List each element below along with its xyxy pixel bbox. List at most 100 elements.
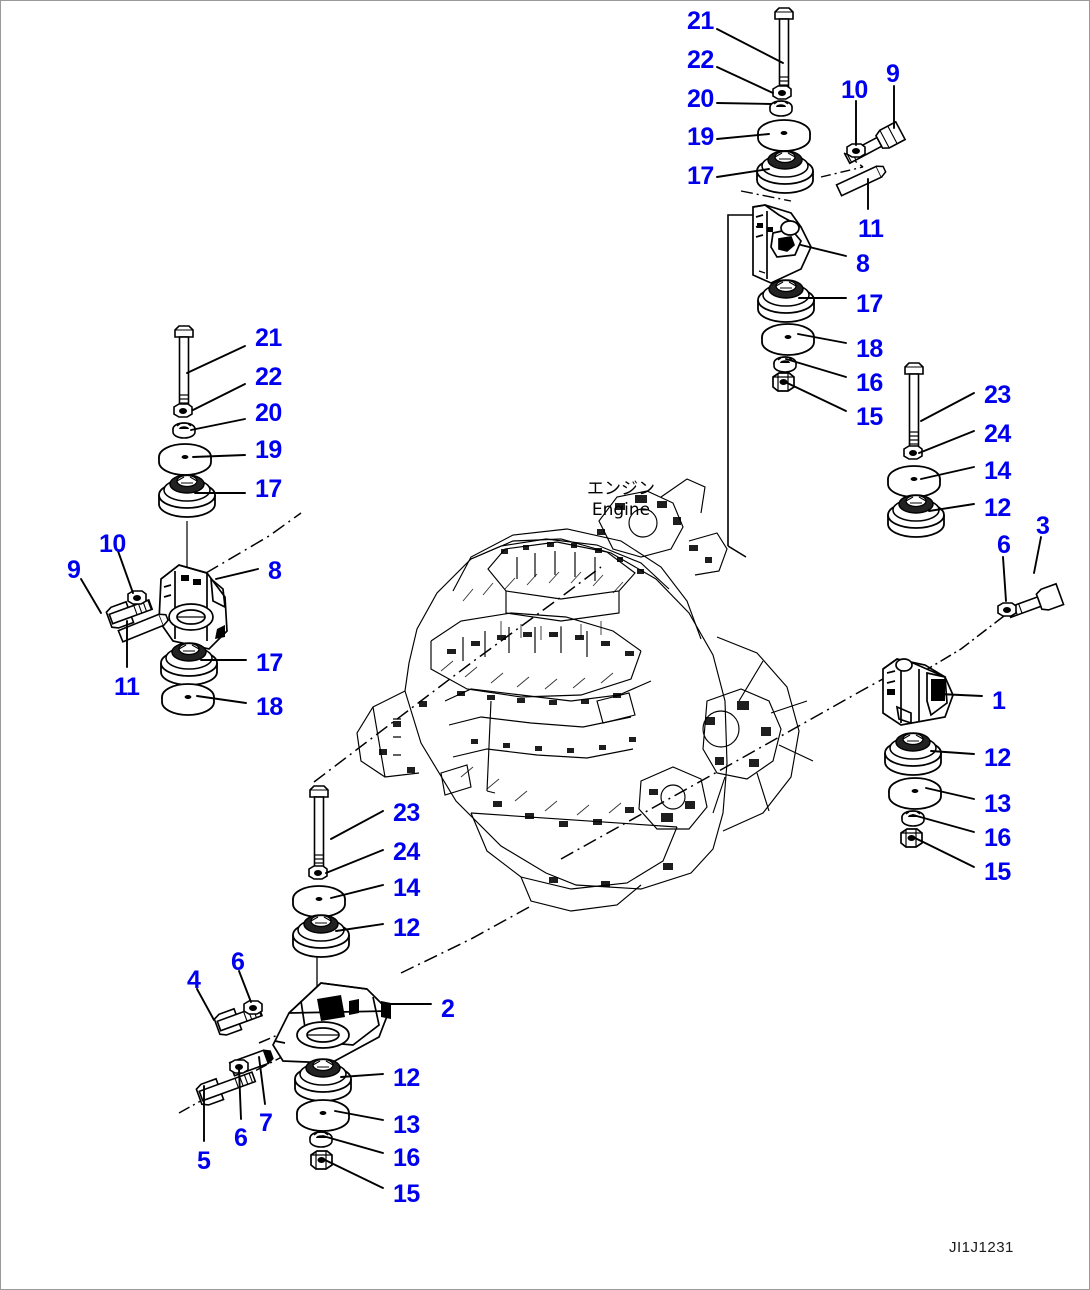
part-14-washer — [887, 465, 941, 498]
leader-line — [330, 884, 384, 899]
callout-15: 15 — [856, 403, 883, 431]
leader-line — [238, 970, 252, 1003]
leader-line — [716, 168, 770, 178]
leader-line — [716, 102, 772, 105]
leader-line — [1033, 536, 1042, 574]
part-13-washer-rm — [888, 777, 942, 810]
part-23-bolt — [904, 362, 924, 449]
callout-15: 15 — [393, 1180, 420, 1208]
leader-line — [117, 550, 134, 594]
part-17-mount-l — [158, 474, 216, 518]
leader-line — [190, 418, 246, 431]
callout-16: 16 — [856, 369, 883, 397]
leader-line — [258, 1056, 266, 1105]
part-8-bracket-top — [752, 204, 812, 284]
callout-2: 2 — [441, 995, 455, 1023]
callout-22: 22 — [687, 46, 714, 74]
part-17-mount — [756, 150, 814, 194]
callout-5: 5 — [197, 1147, 211, 1175]
leader-line — [782, 380, 847, 412]
part-16-lockwasher-tr — [773, 356, 797, 373]
leader-line — [80, 578, 102, 614]
left-fasteners — [105, 590, 169, 643]
part-2-bracket — [272, 982, 391, 1064]
leader-line — [716, 66, 774, 94]
engine-label-japanese: エンジン — [587, 479, 655, 499]
callout-19: 19 — [687, 123, 714, 151]
callout-17: 17 — [255, 475, 282, 503]
leader-lines — [80, 28, 1042, 1189]
drawing-number: JI1J1231 — [949, 1239, 1014, 1256]
callout-14: 14 — [393, 874, 420, 902]
callout-17: 17 — [256, 649, 283, 677]
callout-4: 4 — [187, 966, 201, 994]
part-16-lockwasher-rm — [901, 810, 925, 827]
part-12-mount-rm — [884, 732, 942, 776]
part-16-lockwasher-bm — [309, 1131, 333, 1148]
callout-21: 21 — [687, 7, 714, 35]
top-right-fasteners — [835, 120, 907, 197]
part-20-lockwasher — [769, 100, 793, 117]
callout-24: 24 — [984, 420, 1011, 448]
callout-20: 20 — [687, 85, 714, 113]
callout-16: 16 — [393, 1144, 420, 1172]
callout-9: 9 — [67, 556, 81, 584]
leader-line — [797, 333, 847, 344]
leader-line — [716, 133, 770, 140]
part-19-washer — [757, 119, 811, 152]
leader-line — [912, 814, 975, 833]
callout-21: 21 — [255, 324, 282, 352]
callout-24: 24 — [393, 838, 420, 866]
part-15-nut-rm — [900, 828, 923, 848]
callout-14: 14 — [984, 457, 1011, 485]
callout-22: 22 — [255, 363, 282, 391]
callout-11: 11 — [114, 673, 140, 701]
part-1-bracket — [882, 658, 954, 726]
callout-6: 6 — [231, 948, 245, 976]
callout-18: 18 — [256, 693, 283, 721]
callout-16: 16 — [984, 824, 1011, 852]
part-21-bolt-l — [174, 325, 194, 412]
part-18-washer-lb — [161, 683, 215, 716]
part-12-mount-bm — [294, 1058, 352, 1102]
bottom-mid-stack — [294, 1058, 352, 1170]
engine-label-english: Engine — [591, 500, 651, 520]
leader-line — [192, 454, 246, 458]
part-18-washer-tr — [761, 323, 815, 356]
callout-19: 19 — [255, 436, 282, 464]
leader-line — [196, 988, 215, 1021]
callout-7: 7 — [259, 1109, 273, 1137]
part-12-mount — [887, 494, 945, 538]
part-6-nut-right — [997, 602, 1017, 617]
callout-23: 23 — [393, 799, 420, 827]
leader-line — [1002, 556, 1007, 602]
callout-23: 23 — [984, 381, 1011, 409]
leader-line — [335, 923, 384, 932]
callout-10: 10 — [841, 76, 868, 104]
callout-8: 8 — [268, 557, 282, 585]
part-10-nut-l — [127, 590, 147, 605]
leader-line — [322, 1158, 384, 1189]
part-5-bolt — [195, 1071, 257, 1106]
left-stack — [158, 325, 216, 518]
part-3-bolt — [1006, 582, 1065, 619]
callout-9: 9 — [886, 60, 900, 88]
leader-line — [340, 1073, 384, 1078]
callout-15: 15 — [984, 858, 1011, 886]
callout-12: 12 — [984, 494, 1011, 522]
callout-13: 13 — [984, 790, 1011, 818]
part-23-bolt-b — [309, 785, 329, 872]
part-11-pin — [835, 165, 887, 197]
part-21-bolt — [774, 7, 794, 94]
leader-line — [938, 693, 983, 697]
callout-12: 12 — [393, 914, 420, 942]
leader-line — [918, 430, 975, 454]
leader-line — [800, 244, 847, 257]
top-center-parts — [756, 7, 814, 194]
part-8-bracket-left — [158, 564, 228, 650]
callout-12: 12 — [984, 744, 1011, 772]
callout-17: 17 — [856, 290, 883, 318]
callout-3: 3 — [1036, 512, 1050, 540]
leader-line — [186, 345, 246, 374]
